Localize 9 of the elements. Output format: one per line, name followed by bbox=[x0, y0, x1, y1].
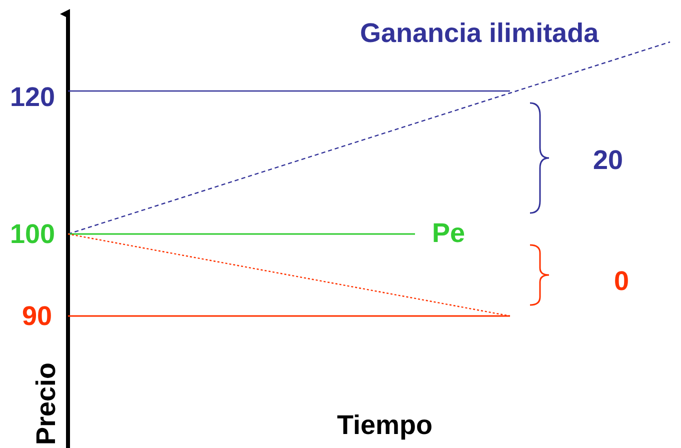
difference-value: 20 bbox=[593, 147, 624, 174]
line-label: Pe bbox=[432, 220, 466, 247]
axis-title: Precio bbox=[33, 362, 60, 445]
axis-title: Tiempo bbox=[337, 412, 433, 439]
axis-value: 100 bbox=[10, 221, 56, 248]
axis-value: 120 bbox=[10, 84, 56, 111]
annotation-text: Ganancia ilimitada bbox=[360, 20, 599, 47]
axis-value: 90 bbox=[22, 303, 52, 330]
difference-value: 0 bbox=[614, 268, 630, 295]
